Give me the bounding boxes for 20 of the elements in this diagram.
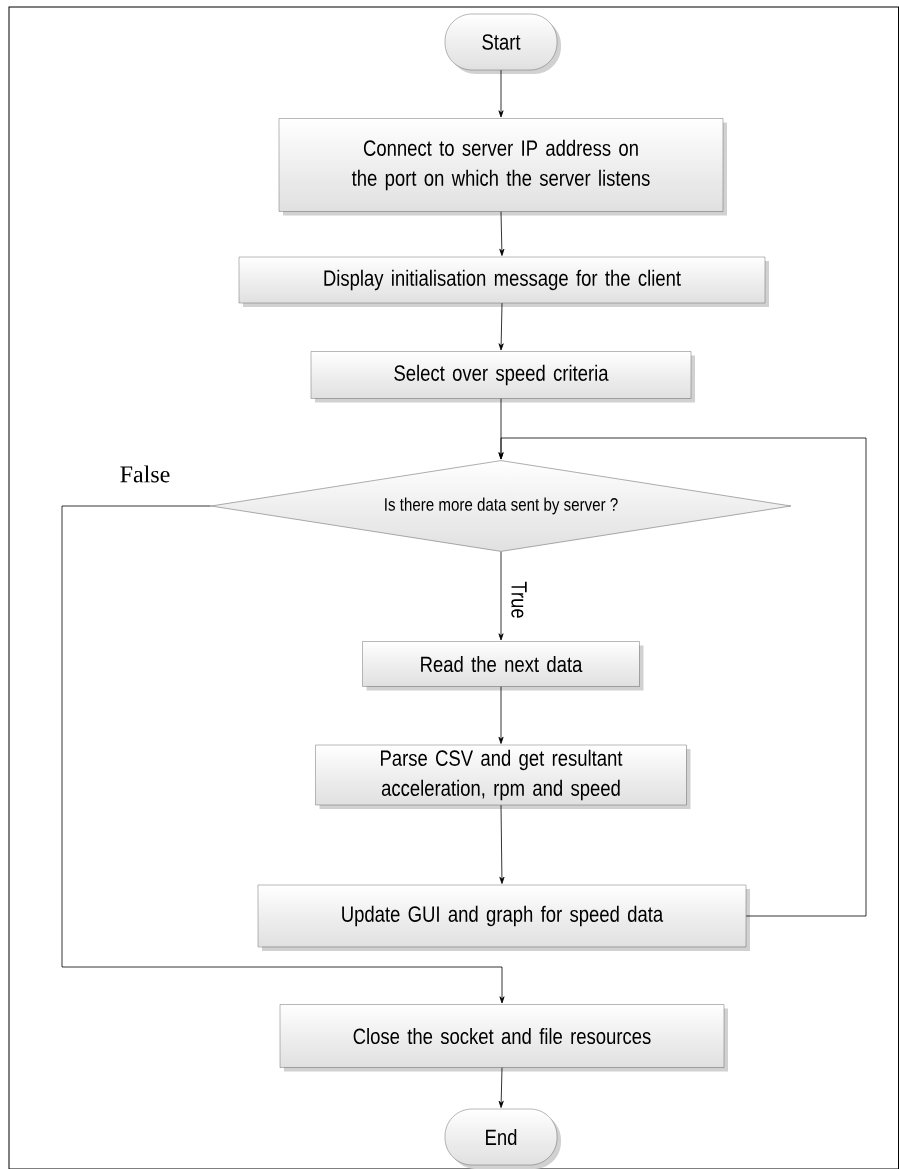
process-box: Display initialisation message for the client — [238, 256, 769, 307]
edge-label: False — [118, 464, 172, 484]
terminal-box: End — [444, 1108, 561, 1169]
process-box: Connect to server IP address on the port on which the server listens — [278, 118, 727, 216]
process-box: Parse CSV and get resultant acceleration, rpm and speed — [315, 744, 691, 809]
process-box: Close the socket and file resources — [279, 1004, 728, 1072]
edge-label: True — [510, 580, 528, 620]
process-box: Read the next data — [362, 641, 644, 691]
arrow — [498, 551, 504, 641]
arrow — [61, 505, 505, 1004]
arrow — [499, 804, 505, 884]
arrow — [498, 686, 504, 744]
terminal-box: Start — [444, 13, 561, 74]
process-box: Select over speed criteria — [310, 351, 695, 403]
process-box: Update GUI and graph for speed data — [257, 884, 750, 951]
arrow — [498, 302, 504, 351]
arrow — [499, 211, 505, 256]
arrow — [498, 437, 867, 917]
arrow — [498, 69, 504, 118]
arrow — [498, 1067, 504, 1108]
